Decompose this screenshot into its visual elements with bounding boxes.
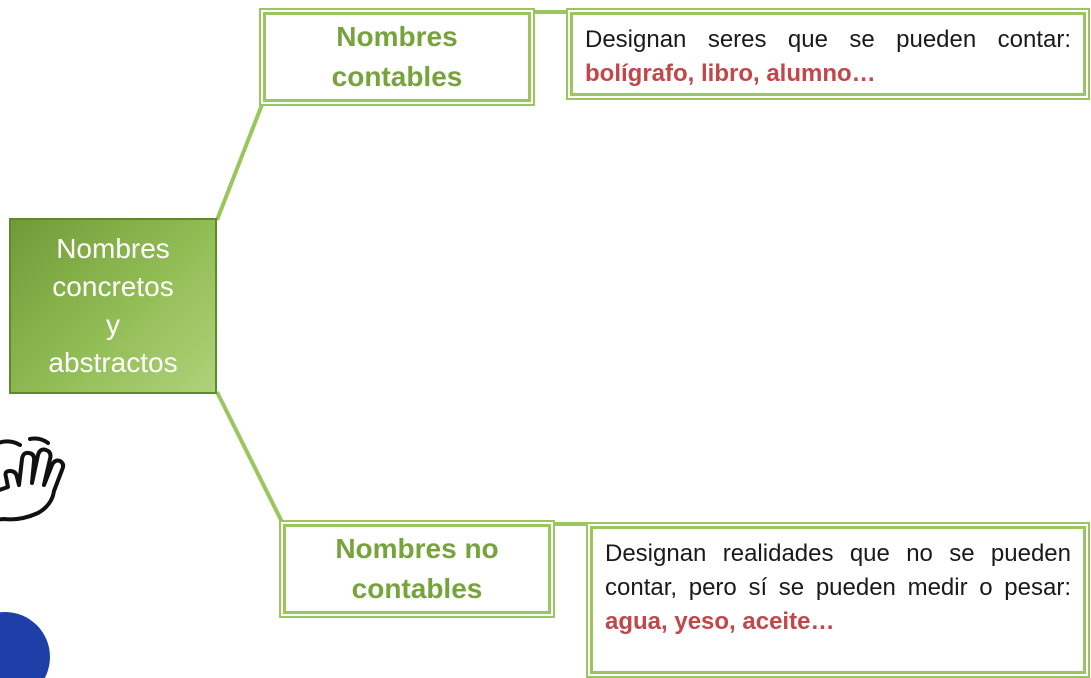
description-text: Designan realidades que no se pueden con…	[605, 540, 1071, 601]
branch-node-contables: Nombres contables	[261, 10, 533, 104]
branch-label-line: Nombres no	[335, 533, 499, 564]
root-line: y	[106, 309, 120, 340]
root-line: abstractos	[48, 347, 178, 378]
connector-root-to-bottom	[215, 391, 285, 525]
blue-circle-shape	[0, 612, 50, 678]
description-text: Designan seres que se pueden contar:	[585, 26, 1071, 53]
branch-label-line: Nombres	[336, 21, 458, 52]
connector-root-to-top	[215, 101, 265, 221]
hand-icon	[0, 436, 66, 522]
examples-text: bolígrafo, libro, alumno…	[585, 60, 876, 87]
root-line: Nombres	[56, 233, 170, 264]
branch-label-contables: Nombres contables	[332, 17, 463, 97]
examples-text: agua, yeso, aceite…	[605, 608, 835, 635]
branch-label-line: contables	[331, 61, 463, 92]
root-line: concretos	[52, 271, 174, 302]
branch-node-no-contables: Nombres no contables	[281, 522, 553, 616]
root-label: Nombres concretos y abstractos	[28, 230, 198, 382]
description-no-contables: Designan realidades que no se pueden con…	[588, 524, 1088, 676]
branch-label-line: contables	[351, 573, 483, 604]
branch-label-no-contables: Nombres no contables	[335, 529, 498, 609]
description-contables: Designan seres que se pueden contar: bol…	[568, 10, 1088, 98]
root-node: Nombres concretos y abstractos	[9, 218, 217, 394]
